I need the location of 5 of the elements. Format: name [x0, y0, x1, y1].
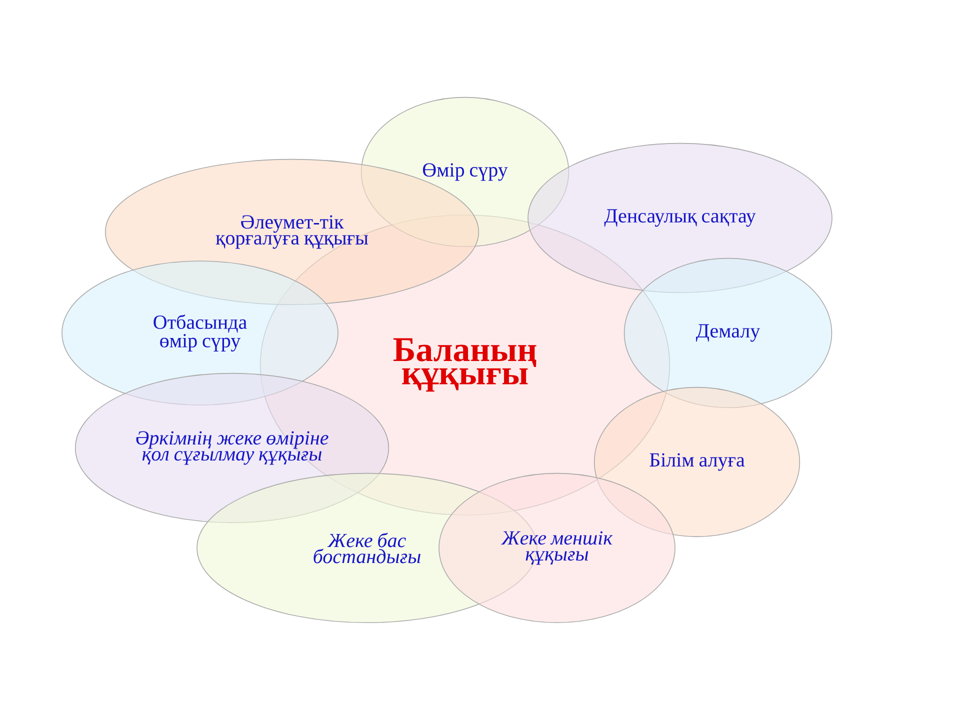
- circle-bubble: Отбасында өмір сүру: [62, 260, 338, 406]
- circle-bubble: Денсаулық сақтау: [528, 142, 832, 294]
- circle-bubble: Демалу: [624, 258, 832, 408]
- circle-bubble: Жеке меншік құқығы: [438, 472, 676, 624]
- circle-bubble: Әркімнің жеке өміріне қол сұғылмау құқығы: [74, 372, 390, 524]
